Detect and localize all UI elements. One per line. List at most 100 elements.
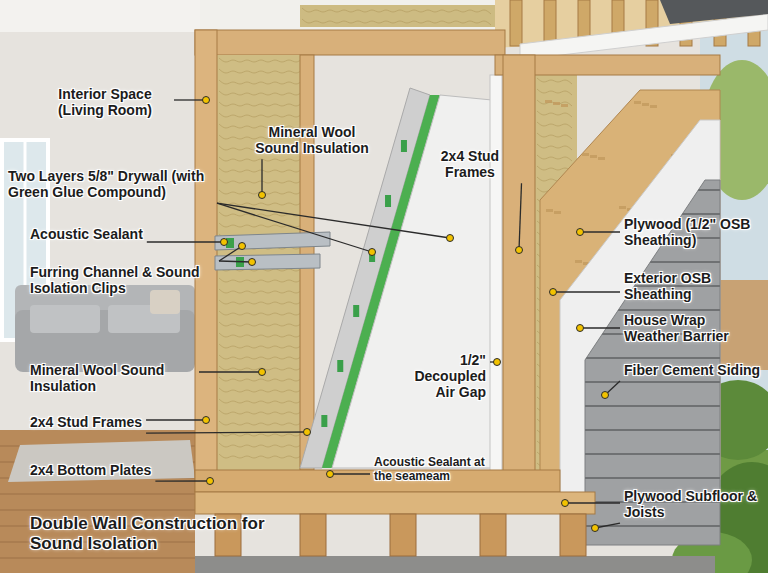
leader-line <box>146 419 206 420</box>
siding-board-edge <box>580 309 725 311</box>
leader-dot <box>577 229 584 236</box>
leader-dot <box>577 325 584 332</box>
leader-dot <box>249 259 256 266</box>
room-ceiling <box>0 0 200 32</box>
insulation-fibre <box>219 333 303 337</box>
leader-line <box>580 231 620 232</box>
siding-board-edge <box>580 213 725 215</box>
part-label: Exterior OSB Sheathing <box>624 270 764 302</box>
insulation-fibre <box>219 201 303 205</box>
leader-dot <box>562 500 569 507</box>
leader-line <box>553 291 620 292</box>
leader-dot <box>239 243 246 250</box>
osb-fleck <box>598 157 605 160</box>
part-label: Interior Space (Living Room) <box>40 86 170 118</box>
diagram-title: Double Wall Construction for Sound Isola… <box>30 514 280 553</box>
floor-plank <box>0 558 195 559</box>
leader-line <box>330 473 370 474</box>
part-label: Plywood (1/2" OSB Sheathing) <box>624 216 764 248</box>
insulation-fibre <box>537 122 572 128</box>
room-rug <box>8 440 195 482</box>
leader-line <box>217 203 450 238</box>
insulation-fibre <box>219 113 303 117</box>
leader-line <box>219 261 252 262</box>
insulation-fibre <box>219 454 303 458</box>
osb-fleck <box>561 104 568 107</box>
insulation-fibre <box>219 102 303 106</box>
leader-line <box>174 99 206 100</box>
part-label: 2x4 Stud Frames <box>30 414 142 430</box>
sofa-cushion <box>30 305 100 333</box>
insulation-fibre <box>537 155 572 161</box>
leader-dot <box>369 249 376 256</box>
siding-board-edge <box>580 453 725 455</box>
floor-joist <box>300 514 326 556</box>
siding-board-edge <box>580 381 725 383</box>
floor-joists <box>215 514 586 556</box>
leader-line <box>261 159 262 195</box>
sofa-pillow <box>150 290 180 314</box>
floor-joist <box>390 514 416 556</box>
ceiling-drywall <box>200 0 500 32</box>
siding-board-edge <box>580 189 725 191</box>
insulation-fibre <box>219 388 303 392</box>
leader-dot <box>327 471 334 478</box>
insulation-fibre <box>537 111 572 117</box>
leader-dot <box>516 247 523 254</box>
insulation-fibre <box>219 278 303 282</box>
leader-line <box>580 327 620 328</box>
part-label: Mineral Wool Sound Insulation <box>247 124 377 156</box>
insulation-fibre <box>219 69 303 73</box>
isolation-clip <box>321 415 327 427</box>
leader-line <box>565 502 620 503</box>
insulation-fibre <box>219 410 303 414</box>
insulation-fibre <box>302 19 491 25</box>
insulation-fibre <box>219 58 303 62</box>
leader-dot <box>203 97 210 104</box>
insulation-fibre <box>219 179 303 183</box>
isolation-clip <box>385 195 391 207</box>
insulation-fibre <box>219 355 303 359</box>
ceiling-insulation <box>300 5 495 27</box>
part-label: Two Layers 5/8" Drywall (with Green Glue… <box>8 168 213 200</box>
leader-dot <box>602 392 609 399</box>
part-label: Acoustic Sealant at the seameam <box>374 456 504 484</box>
part-label: Fiber Cement Siding <box>624 362 760 378</box>
siding-board-edge <box>580 429 725 431</box>
isolation-clip <box>401 140 407 152</box>
insulation-fibre <box>219 399 303 403</box>
leader-line <box>147 241 224 242</box>
insulation-fibre <box>302 8 491 14</box>
floor-plank <box>0 494 195 495</box>
leader-dot <box>304 429 311 436</box>
insulation-fibre <box>219 443 303 447</box>
osb-fleck <box>634 101 641 104</box>
leader-dot <box>221 239 228 246</box>
top-plate <box>195 30 505 55</box>
part-label: 1/2" Decoupled Air Gap <box>396 352 486 400</box>
insulation-fibre <box>537 78 572 84</box>
part-label: 2x4 Stud Frames <box>423 148 518 180</box>
leader-dot <box>592 525 599 532</box>
osb-fleck <box>545 100 552 103</box>
leader-dot <box>259 369 266 376</box>
insulation-fibre <box>219 311 303 315</box>
part-label: Acoustic Sealant <box>30 226 143 242</box>
stud <box>503 55 535 495</box>
furring-channel <box>215 254 320 270</box>
insulation-fibre <box>537 133 572 139</box>
leader-dot <box>494 359 501 366</box>
insulation-fibre <box>537 144 572 150</box>
rafter <box>510 0 522 46</box>
part-label: Furring Channel & Sound Isolation Clips <box>30 264 215 296</box>
leader-line <box>199 371 262 372</box>
insulation-fibre <box>537 100 572 106</box>
osb-fleck <box>642 103 649 106</box>
stud <box>195 30 217 492</box>
leader-line <box>219 246 242 261</box>
part-label: Mineral Wool Sound Insulation <box>30 362 195 394</box>
osb-fleck <box>546 209 553 212</box>
rafter <box>544 0 556 46</box>
insulation-fibre <box>219 421 303 425</box>
